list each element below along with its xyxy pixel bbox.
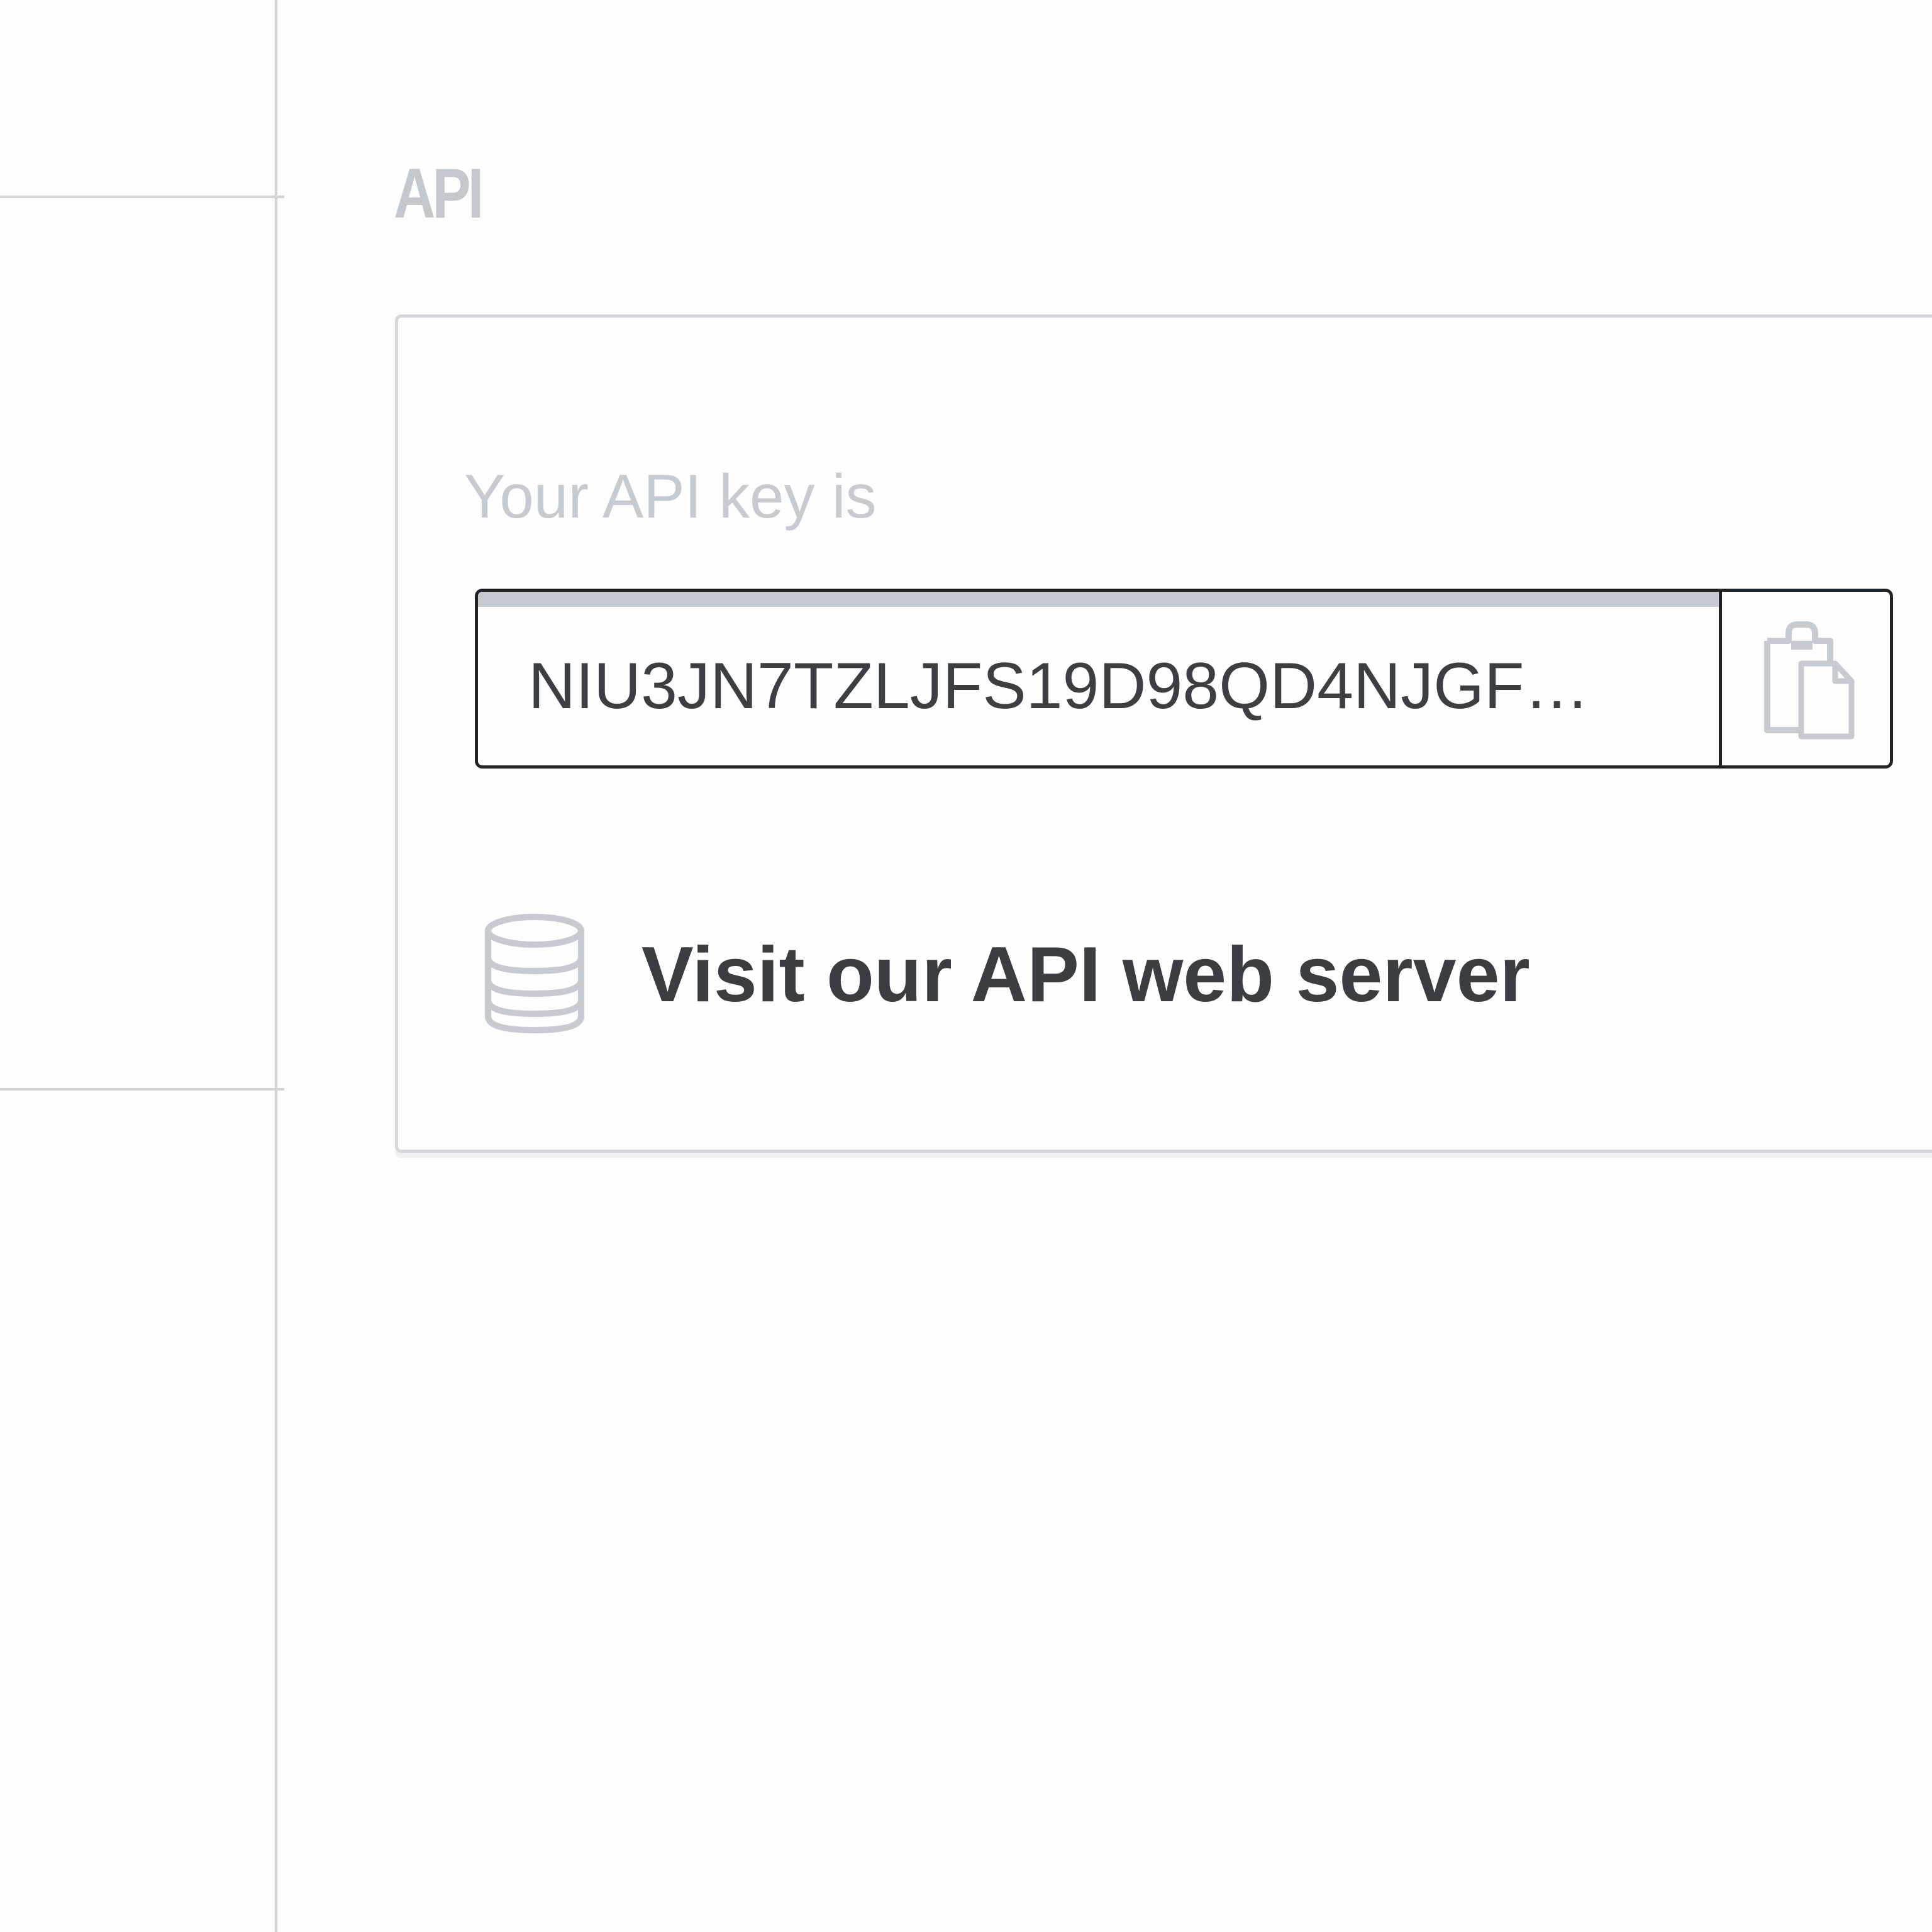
api-key-field[interactable]: NIU3JN7TZLJFS19D98QD4NJGF…	[478, 592, 1719, 765]
section-title: API	[394, 154, 484, 233]
sidebar	[0, 0, 277, 1932]
database-icon	[485, 914, 584, 1034]
api-key-input-group: NIU3JN7TZLJFS19D98QD4NJGF…	[475, 589, 1893, 769]
api-web-server-link[interactable]: Visit our API web server	[481, 911, 1530, 1036]
clipboard-copy-icon	[1763, 621, 1854, 740]
api-web-server-link-label: Visit our API web server	[641, 931, 1530, 1018]
api-key-label: Your API key is	[464, 462, 877, 531]
copy-api-key-button[interactable]	[1719, 592, 1890, 765]
sidebar-divider	[0, 1088, 284, 1091]
sidebar-divider	[0, 196, 284, 198]
